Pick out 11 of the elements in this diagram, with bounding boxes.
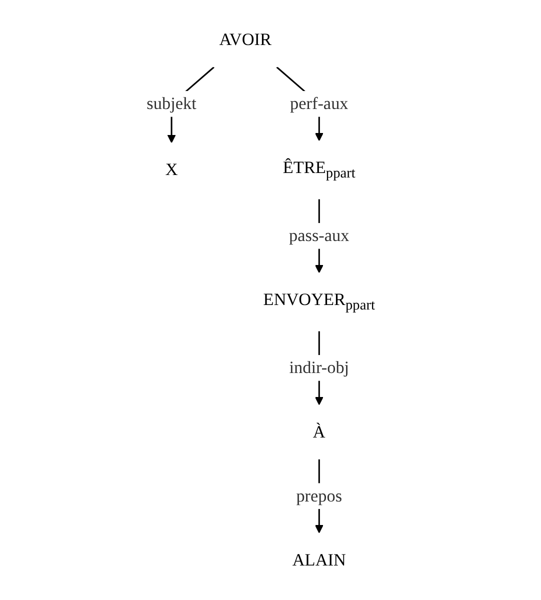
node-text: À — [313, 422, 326, 442]
edge-label: indir-obj — [290, 358, 350, 378]
node-text: ÊTRE$_{ppart}$ — [283, 158, 356, 182]
node-text: ENVOYER$_{ppart}$ — [264, 290, 376, 314]
node-text: AVOIR — [220, 30, 272, 49]
node-text: ALAIN — [292, 550, 346, 570]
edge-label: subjekt — [147, 94, 197, 114]
edge-label: pass-aux — [289, 226, 350, 246]
edge-label: perf-aux — [290, 94, 349, 114]
node-text: X — [166, 160, 178, 180]
edge-label: prepos — [296, 486, 342, 506]
